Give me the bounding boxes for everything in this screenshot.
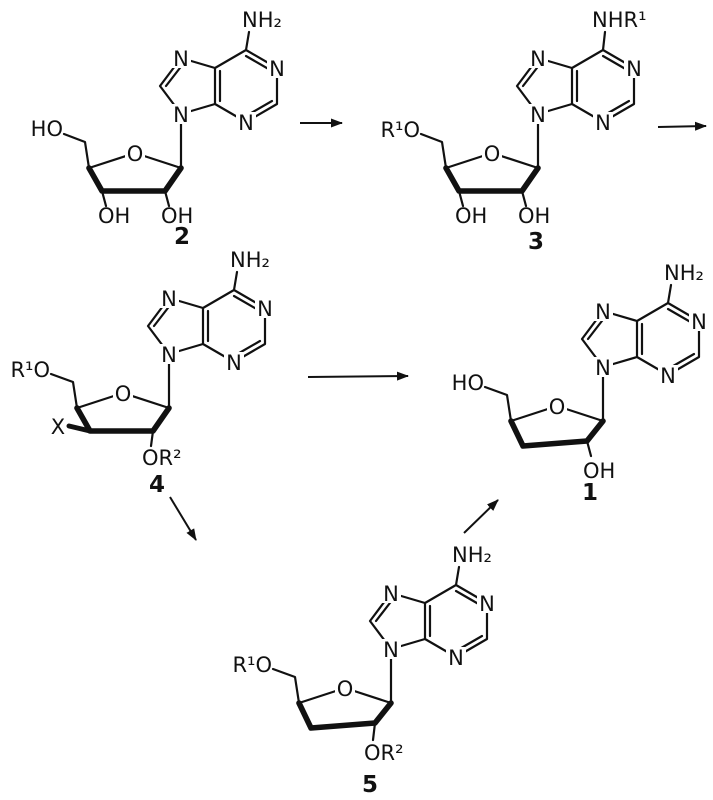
atom-bg (528, 104, 548, 124)
atom-bg (547, 396, 567, 416)
amine-label: NH₂ (664, 261, 704, 285)
compound-2: N N N N O NH₂ HO OH OH 2 (31, 8, 287, 250)
compound-1: N N N N O NH₂ HO OH 1 (452, 261, 709, 506)
atom-bg (236, 112, 256, 132)
protected-2-label: OR² (364, 741, 404, 765)
n1-label: N (479, 592, 495, 616)
atom-bg (255, 298, 275, 318)
hydroxymethyl-label: HO (31, 117, 63, 141)
atom-bg (224, 352, 244, 372)
atom-bg (171, 48, 191, 68)
atom-bg (477, 593, 497, 613)
hydroxyl-2-label: OH (518, 204, 550, 228)
n9-label: N (595, 356, 611, 380)
reaction-arrows (169, 118, 707, 541)
ring-oxygen-label: O (337, 677, 354, 701)
arrow-5-to-1 (463, 499, 499, 534)
x-wedge-bond (66, 423, 93, 434)
n7-label: N (161, 287, 177, 311)
ring-oxygen-label: O (549, 395, 566, 419)
ring-oxygen-label: O (484, 142, 501, 166)
n3-label: N (448, 646, 464, 670)
atom-bg (171, 104, 191, 124)
n7-label: N (383, 582, 399, 606)
protected-5-label: R¹O (232, 653, 272, 677)
atom-bg (159, 288, 179, 308)
n3-label: N (226, 351, 242, 375)
hydroxyl-3-label: OH (98, 204, 130, 228)
n3-label: N (238, 111, 254, 135)
n3-label: N (595, 111, 611, 135)
x-substituent-label: X (51, 415, 65, 439)
compound-number: 3 (528, 229, 544, 255)
double-bond-inner-lines (374, 589, 484, 653)
sugar-bonds (62, 132, 183, 208)
amine-label: NH₂ (242, 8, 282, 32)
n9-label: N (173, 103, 189, 127)
sugar-bold-bonds (74, 405, 172, 434)
n1-label: N (691, 310, 707, 334)
n9-label: N (161, 343, 177, 367)
n3-label: N (660, 364, 676, 388)
sugar-bonds (271, 667, 393, 742)
hydroxyl-2-label: OH (161, 204, 193, 228)
double-bond-inner-lines (164, 54, 274, 118)
atom-bg (593, 357, 613, 377)
sugar-bold-bonds (508, 418, 606, 449)
compound-3: N N N N O NHR¹ R¹O OH OH 3 (380, 8, 646, 255)
amine-label: NHR¹ (592, 8, 647, 32)
sugar-bold-bonds (86, 165, 184, 194)
sugar-bold-bonds (443, 165, 541, 194)
compound-number: 2 (174, 224, 190, 250)
compound-5: N N N N O NH₂ R¹O OR² 5 (232, 543, 497, 798)
amine-label: NH₂ (452, 543, 492, 567)
atom-bg (658, 365, 678, 385)
compound-number: 1 (582, 480, 598, 506)
atom-bg (593, 112, 613, 132)
amine-label: NH₂ (230, 248, 270, 272)
atom-bg (381, 639, 401, 659)
n1-label: N (269, 57, 285, 81)
double-bond-inner-lines (521, 54, 631, 118)
double-bond-inner-lines (586, 307, 696, 371)
ring-oxygen-label: O (115, 382, 132, 406)
arrow-4-to-1 (307, 371, 409, 381)
sugar-bold-bonds (296, 700, 394, 731)
n9-label: N (530, 103, 546, 127)
compound-number: 4 (149, 472, 165, 498)
n1-label: N (257, 297, 273, 321)
n1-label: N (626, 57, 642, 81)
protected-5-label: R¹O (380, 118, 420, 142)
protected-2-label: OR² (142, 446, 182, 470)
n7-label: N (595, 300, 611, 324)
hydroxymethyl-label: HO (452, 371, 484, 395)
atom-bg (446, 647, 466, 667)
n9-label: N (383, 638, 399, 662)
atom-bg (335, 678, 355, 698)
atom-bg (381, 583, 401, 603)
atom-bg (482, 143, 502, 163)
hydroxyl-3-label: OH (455, 204, 487, 228)
arrow-3-continued (657, 121, 707, 131)
atom-bg (593, 301, 613, 321)
n7-label: N (173, 47, 189, 71)
n7-label: N (530, 47, 546, 71)
atom-bg (125, 143, 145, 163)
hydroxyl-2-label: OH (583, 459, 615, 483)
atom-bg (113, 383, 133, 403)
atom-bg (689, 311, 709, 331)
double-bond-inner-lines (152, 294, 262, 358)
sugar-bonds (49, 372, 171, 448)
atom-bg (528, 48, 548, 68)
protected-5-label: R¹O (10, 358, 50, 382)
arrow-4-to-5 (169, 496, 197, 541)
sugar-bonds (419, 132, 540, 208)
ring-oxygen-label: O (127, 142, 144, 166)
compound-4: N N N N O NH₂ R¹O X OR² 4 (10, 248, 275, 498)
atom-bg (267, 58, 287, 78)
compound-number: 5 (362, 772, 378, 798)
atom-bg (159, 344, 179, 364)
atom-bg (624, 58, 644, 78)
